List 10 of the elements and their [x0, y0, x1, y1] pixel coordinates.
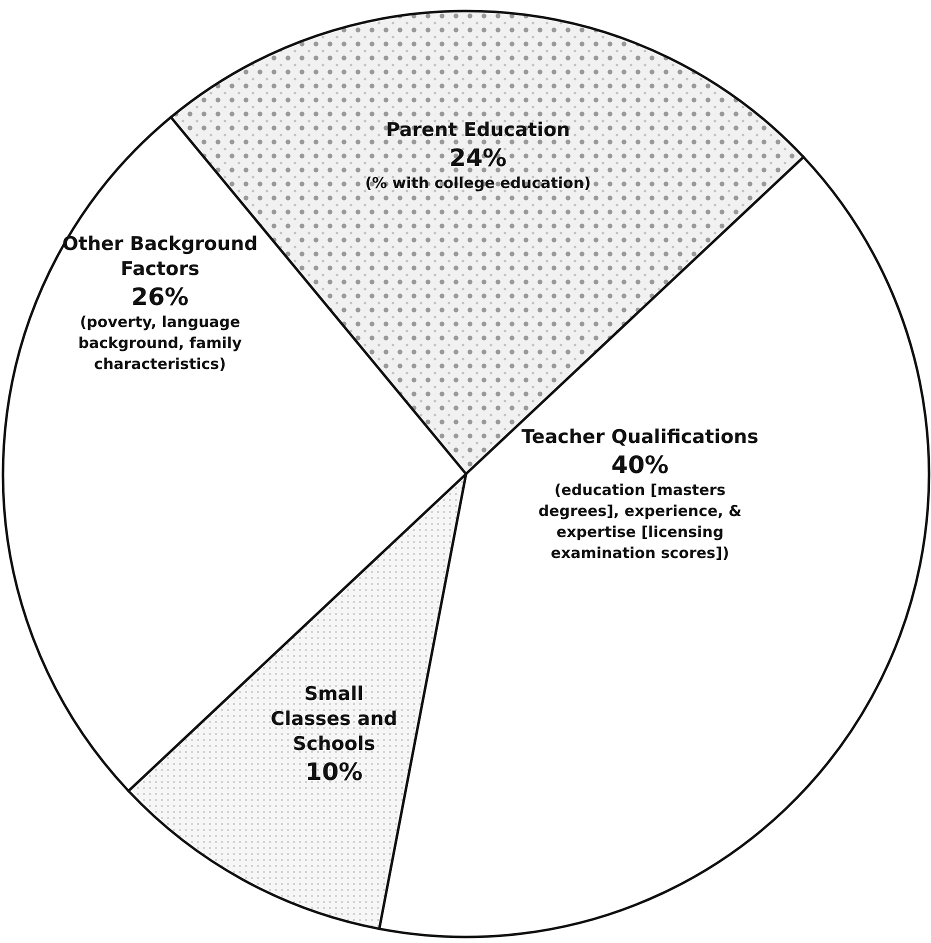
value-label: 24%	[448, 143, 508, 173]
value-label: 40%	[610, 450, 670, 480]
slice-note: (poverty, language background, family characteristics)	[77, 312, 243, 375]
value-label: 26%	[130, 282, 190, 312]
slice-note: (education [masters degrees], experience, & expertise [licensing examination scores])	[537, 480, 743, 564]
slice-label: Parent Education	[384, 118, 572, 143]
slice-label: Small Classes and Schools	[270, 682, 398, 757]
value-label: 10%	[304, 757, 364, 787]
slice-note: (% with college education)	[364, 173, 592, 194]
slice-label: Teacher Qualifications	[520, 425, 760, 450]
